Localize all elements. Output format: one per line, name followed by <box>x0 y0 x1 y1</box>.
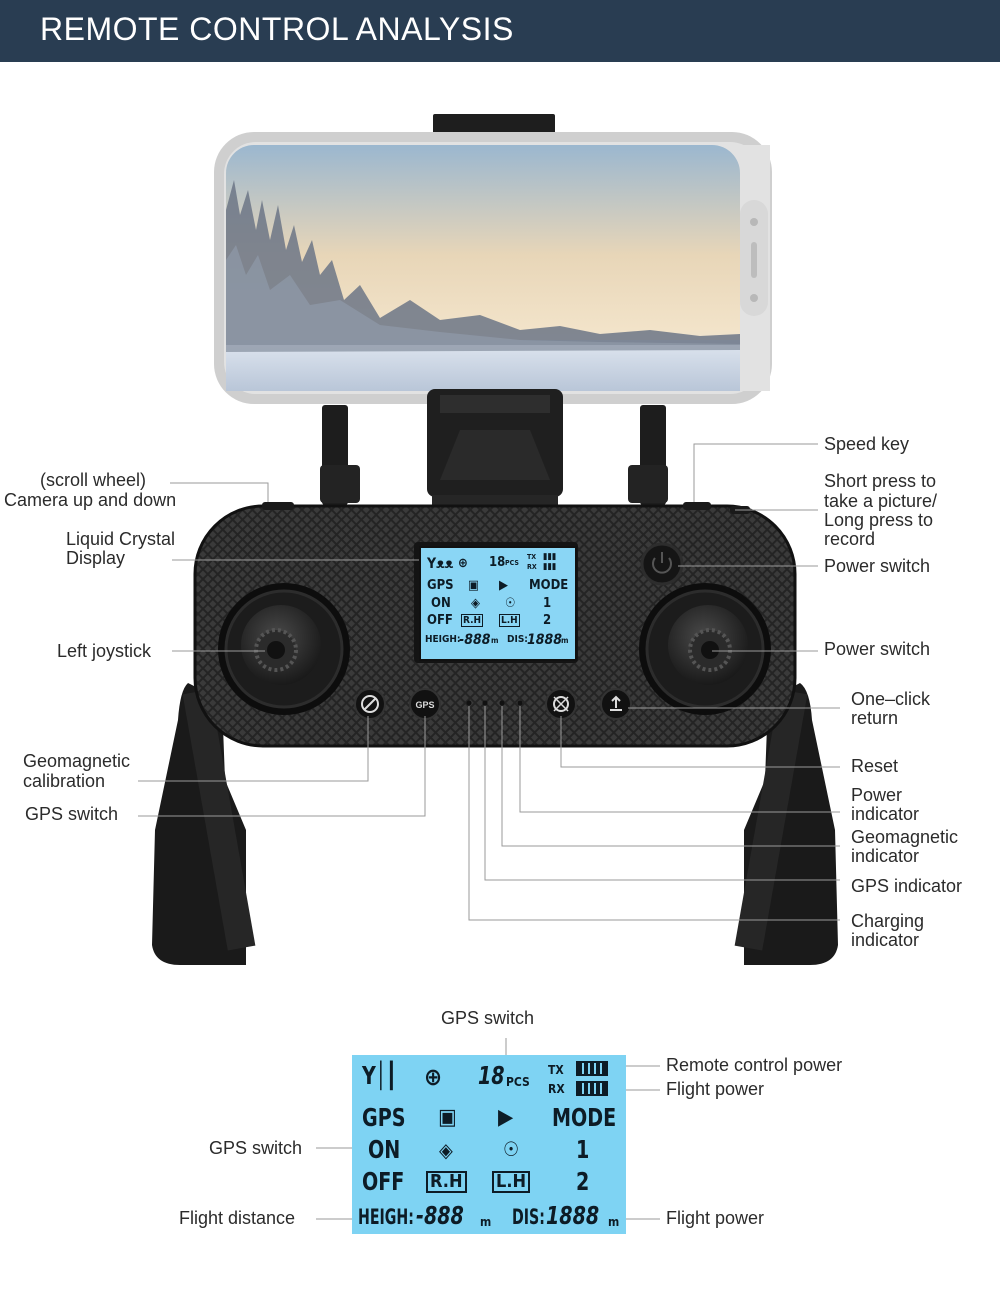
flight-distance-label: Flight distance <box>179 1208 296 1228</box>
lcd-rh: R.H <box>426 1171 467 1193</box>
gps-button-label: GPS <box>415 700 434 710</box>
lcd-on: ON <box>368 1135 401 1164</box>
battery-icon: ▮▮▮ <box>543 562 557 572</box>
geomag-cal-label: Geomagnetic <box>23 751 131 771</box>
lcd-label-2: Display <box>66 548 126 568</box>
remote-power-label: Remote control power <box>666 1055 843 1075</box>
battery-icon: ▮▮▮ <box>543 552 557 562</box>
target-icon: ◈ <box>439 1138 453 1162</box>
lcd-gps: GPS <box>362 1103 406 1132</box>
scroll-wheel <box>262 502 294 510</box>
one-click-return-button <box>600 688 632 720</box>
location-pin-icon: ☉ <box>503 1137 520 1161</box>
page-header: REMOTE CONTROL ANALYSIS <box>0 0 1000 62</box>
gps-indicator-label: GPS indicator <box>851 876 963 896</box>
remote-battery-icon <box>576 1061 608 1076</box>
camera-icon: ▣ <box>438 1105 457 1130</box>
gps-button: GPS <box>409 688 441 720</box>
reset-label: Reset <box>851 756 899 776</box>
satellite-icon: ⊕ <box>424 1063 443 1091</box>
rx-label: RX <box>548 1082 565 1096</box>
power-switch-label: Power switch <box>824 556 931 576</box>
lcd-off: OFF <box>362 1167 405 1196</box>
geomagnetic-calibration-button <box>354 688 386 720</box>
lcd-detail-panel: Y│┃ ⊕ 18 PCS TX RX GPS ▣ ▶ MODE ON ◈ ☉ 1… <box>352 1055 626 1234</box>
geomag-indicator-label: Geomagnetic <box>851 827 959 847</box>
lcd-dis-value: 1888 <box>546 1201 600 1230</box>
scroll-wheel-label: (scroll wheel) <box>40 470 147 490</box>
controller-lcd-display: Yᴥᴥ ⊕ 18 PCS TX RX ▮▮▮ ▮▮▮ GPS ▣ ▶ MODE … <box>419 546 577 661</box>
gps-switch-label: GPS switch <box>25 804 119 824</box>
lcd-dis-unit: m <box>608 1215 620 1229</box>
target-icon: ◈ <box>471 596 480 611</box>
power-switch-label-2: Power switch <box>824 639 931 659</box>
gps-indicator-led <box>482 700 488 706</box>
lcd-heigh-unit: m <box>480 1215 492 1229</box>
satellite-count: 18 <box>478 1061 505 1090</box>
video-icon: ▶ <box>499 578 508 593</box>
lcd-mode: MODE <box>552 1103 617 1132</box>
power-indicator-led <box>517 700 523 706</box>
top-clamp <box>433 114 555 136</box>
geomag-indicator-label-2: indicator <box>851 846 920 866</box>
lcd-gps-switch-top-label: GPS switch <box>441 1008 535 1028</box>
short-press-label-3: Long press to <box>824 510 934 530</box>
power-indicator-label-2: indicator <box>851 804 920 824</box>
power-indicator-label: Power <box>851 785 903 805</box>
flight-power-label: Flight power <box>666 1079 765 1099</box>
location-icon: ☉ <box>505 596 516 611</box>
one-click-return-label: One–click <box>851 689 931 709</box>
short-press-label-4: record <box>824 529 876 549</box>
one-click-return-label-2: return <box>851 708 899 728</box>
flight-battery-icon <box>576 1081 608 1096</box>
geomagnetic-indicator-led <box>499 700 505 706</box>
reset-button <box>545 688 577 720</box>
lcd-heigh-value: -888 <box>416 1201 464 1230</box>
lcd-dis-label: DIS: <box>512 1205 545 1229</box>
video-camera-icon: ▶ <box>498 1105 514 1130</box>
short-press-label-2: take a picture/ <box>824 491 938 511</box>
lcd-label: Liquid Crystal <box>66 529 176 549</box>
camera-icon: ▣ <box>468 578 480 593</box>
tx-label: TX <box>548 1063 564 1077</box>
pcs-unit: PCS <box>506 1075 530 1089</box>
charging-indicator-led <box>466 700 472 706</box>
lcd-two: 2 <box>576 1167 590 1196</box>
speed-key-label: Speed key <box>824 434 910 454</box>
geomag-cal-label-2: calibration <box>23 771 106 791</box>
charging-indicator-label: Charging <box>851 911 925 931</box>
satellite-icon: ⊕ <box>458 556 468 571</box>
signal-strength-icon: Y│┃ <box>362 1061 397 1090</box>
lcd-lh: L.H <box>492 1171 531 1193</box>
lcd-heigh-label: HEIGH: <box>358 1205 414 1229</box>
charging-indicator-label-2: indicator <box>851 930 920 950</box>
speed-key <box>683 502 711 510</box>
lcd-gps-switch-left-label: GPS switch <box>209 1138 303 1158</box>
page-title: REMOTE CONTROL ANALYSIS <box>40 11 514 47</box>
right-joystick <box>639 583 771 715</box>
scroll-wheel-label-2: Camera up and down <box>4 490 177 510</box>
lcd-one: 1 <box>576 1135 590 1164</box>
signal-icon: Yᴥᴥ <box>427 556 454 572</box>
power-button <box>640 542 684 586</box>
left-joystick-label: Left joystick <box>57 641 152 661</box>
left-joystick <box>218 583 350 715</box>
short-press-label: Short press to <box>824 471 937 491</box>
small-lcd-sats: 18 <box>489 555 506 570</box>
flight-power-label-2: Flight power <box>666 1208 765 1228</box>
